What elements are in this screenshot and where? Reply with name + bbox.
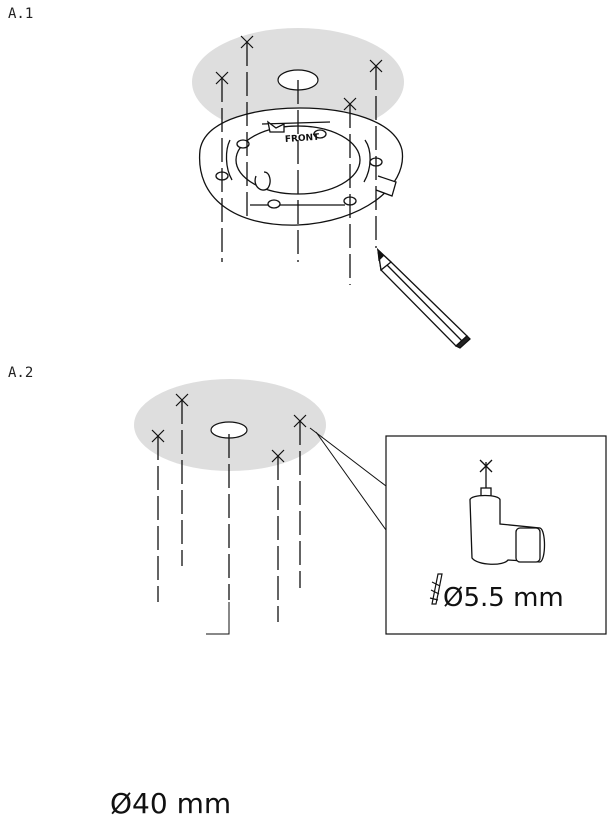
step-label-a1: A.1 <box>8 6 34 22</box>
marking-lines <box>221 42 377 285</box>
pencil-icon <box>377 247 471 349</box>
detail-drill-box <box>385 435 607 635</box>
step-a2-figure <box>134 379 607 635</box>
step-label-a2: A.2 <box>8 365 34 381</box>
drill-bit-icon <box>429 573 443 605</box>
drill-marks <box>215 35 383 111</box>
drill-lines <box>157 400 301 622</box>
callout-lines <box>206 427 387 635</box>
drill-marks-2 <box>151 393 307 463</box>
drill-diameter-label: Ø5.5 mm <box>443 583 564 613</box>
front-label: FRONT <box>285 133 321 145</box>
hole-diameter-label: Ø40 mm <box>110 787 232 820</box>
mounting-bracket <box>198 107 404 226</box>
drill-icon <box>469 459 546 565</box>
step-a1-figure: FRONT <box>192 28 471 349</box>
